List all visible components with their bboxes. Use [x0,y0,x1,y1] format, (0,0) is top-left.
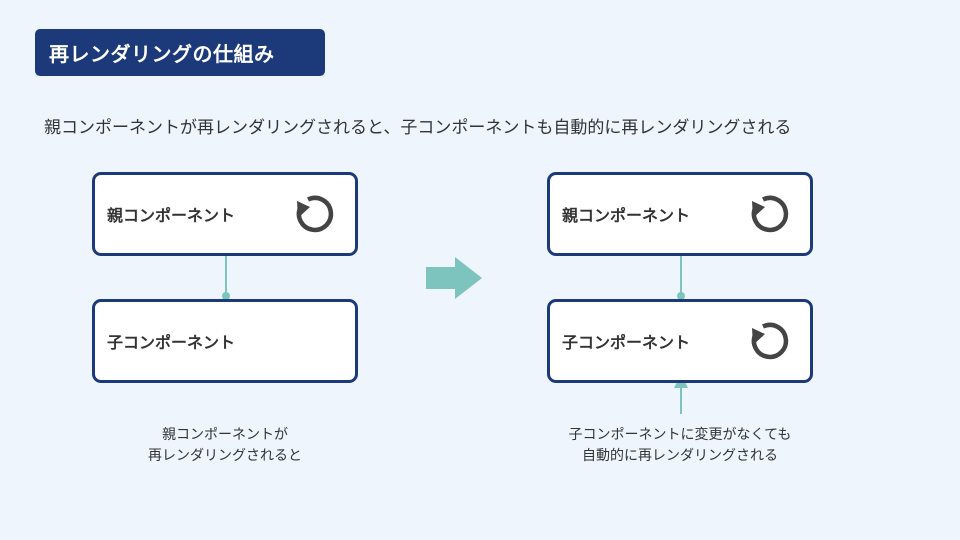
subtitle: 親コンポーネントが再レンダリングされると、子コンポーネントも自動的に再レンダリン… [44,118,792,138]
right-parent-label: 親コンポーネント [562,206,691,225]
left-parent-label: 親コンポーネント [107,206,236,225]
refresh-icon [751,322,789,360]
left-child-label: 子コンポーネント [107,333,236,352]
page-title: 再レンダリングの仕組み [35,29,325,76]
right-child-component-box: 子コンポーネント [547,299,813,383]
right-caption-line2: 自動的に再レンダリングされる [582,448,778,464]
right-caption-line1: 子コンポーネントに変更がなくても [568,427,792,443]
right-parent-component-box: 親コンポーネント [547,172,813,256]
left-parent-component-box: 親コンポーネント [92,172,358,256]
arrow-right-icon [426,257,482,299]
right-child-label: 子コンポーネント [562,333,691,352]
left-child-component-box: 子コンポーネント [92,299,358,383]
refresh-icon [296,195,334,233]
refresh-icon [751,195,789,233]
left-caption-line1: 親コンポーネントが [162,427,288,443]
right-caption: 子コンポーネントに変更がなくても 自動的に再レンダリングされる [547,425,813,467]
left-caption-line2: 再レンダリングされると [148,448,302,464]
left-caption: 親コンポーネントが 再レンダリングされると [92,425,358,467]
